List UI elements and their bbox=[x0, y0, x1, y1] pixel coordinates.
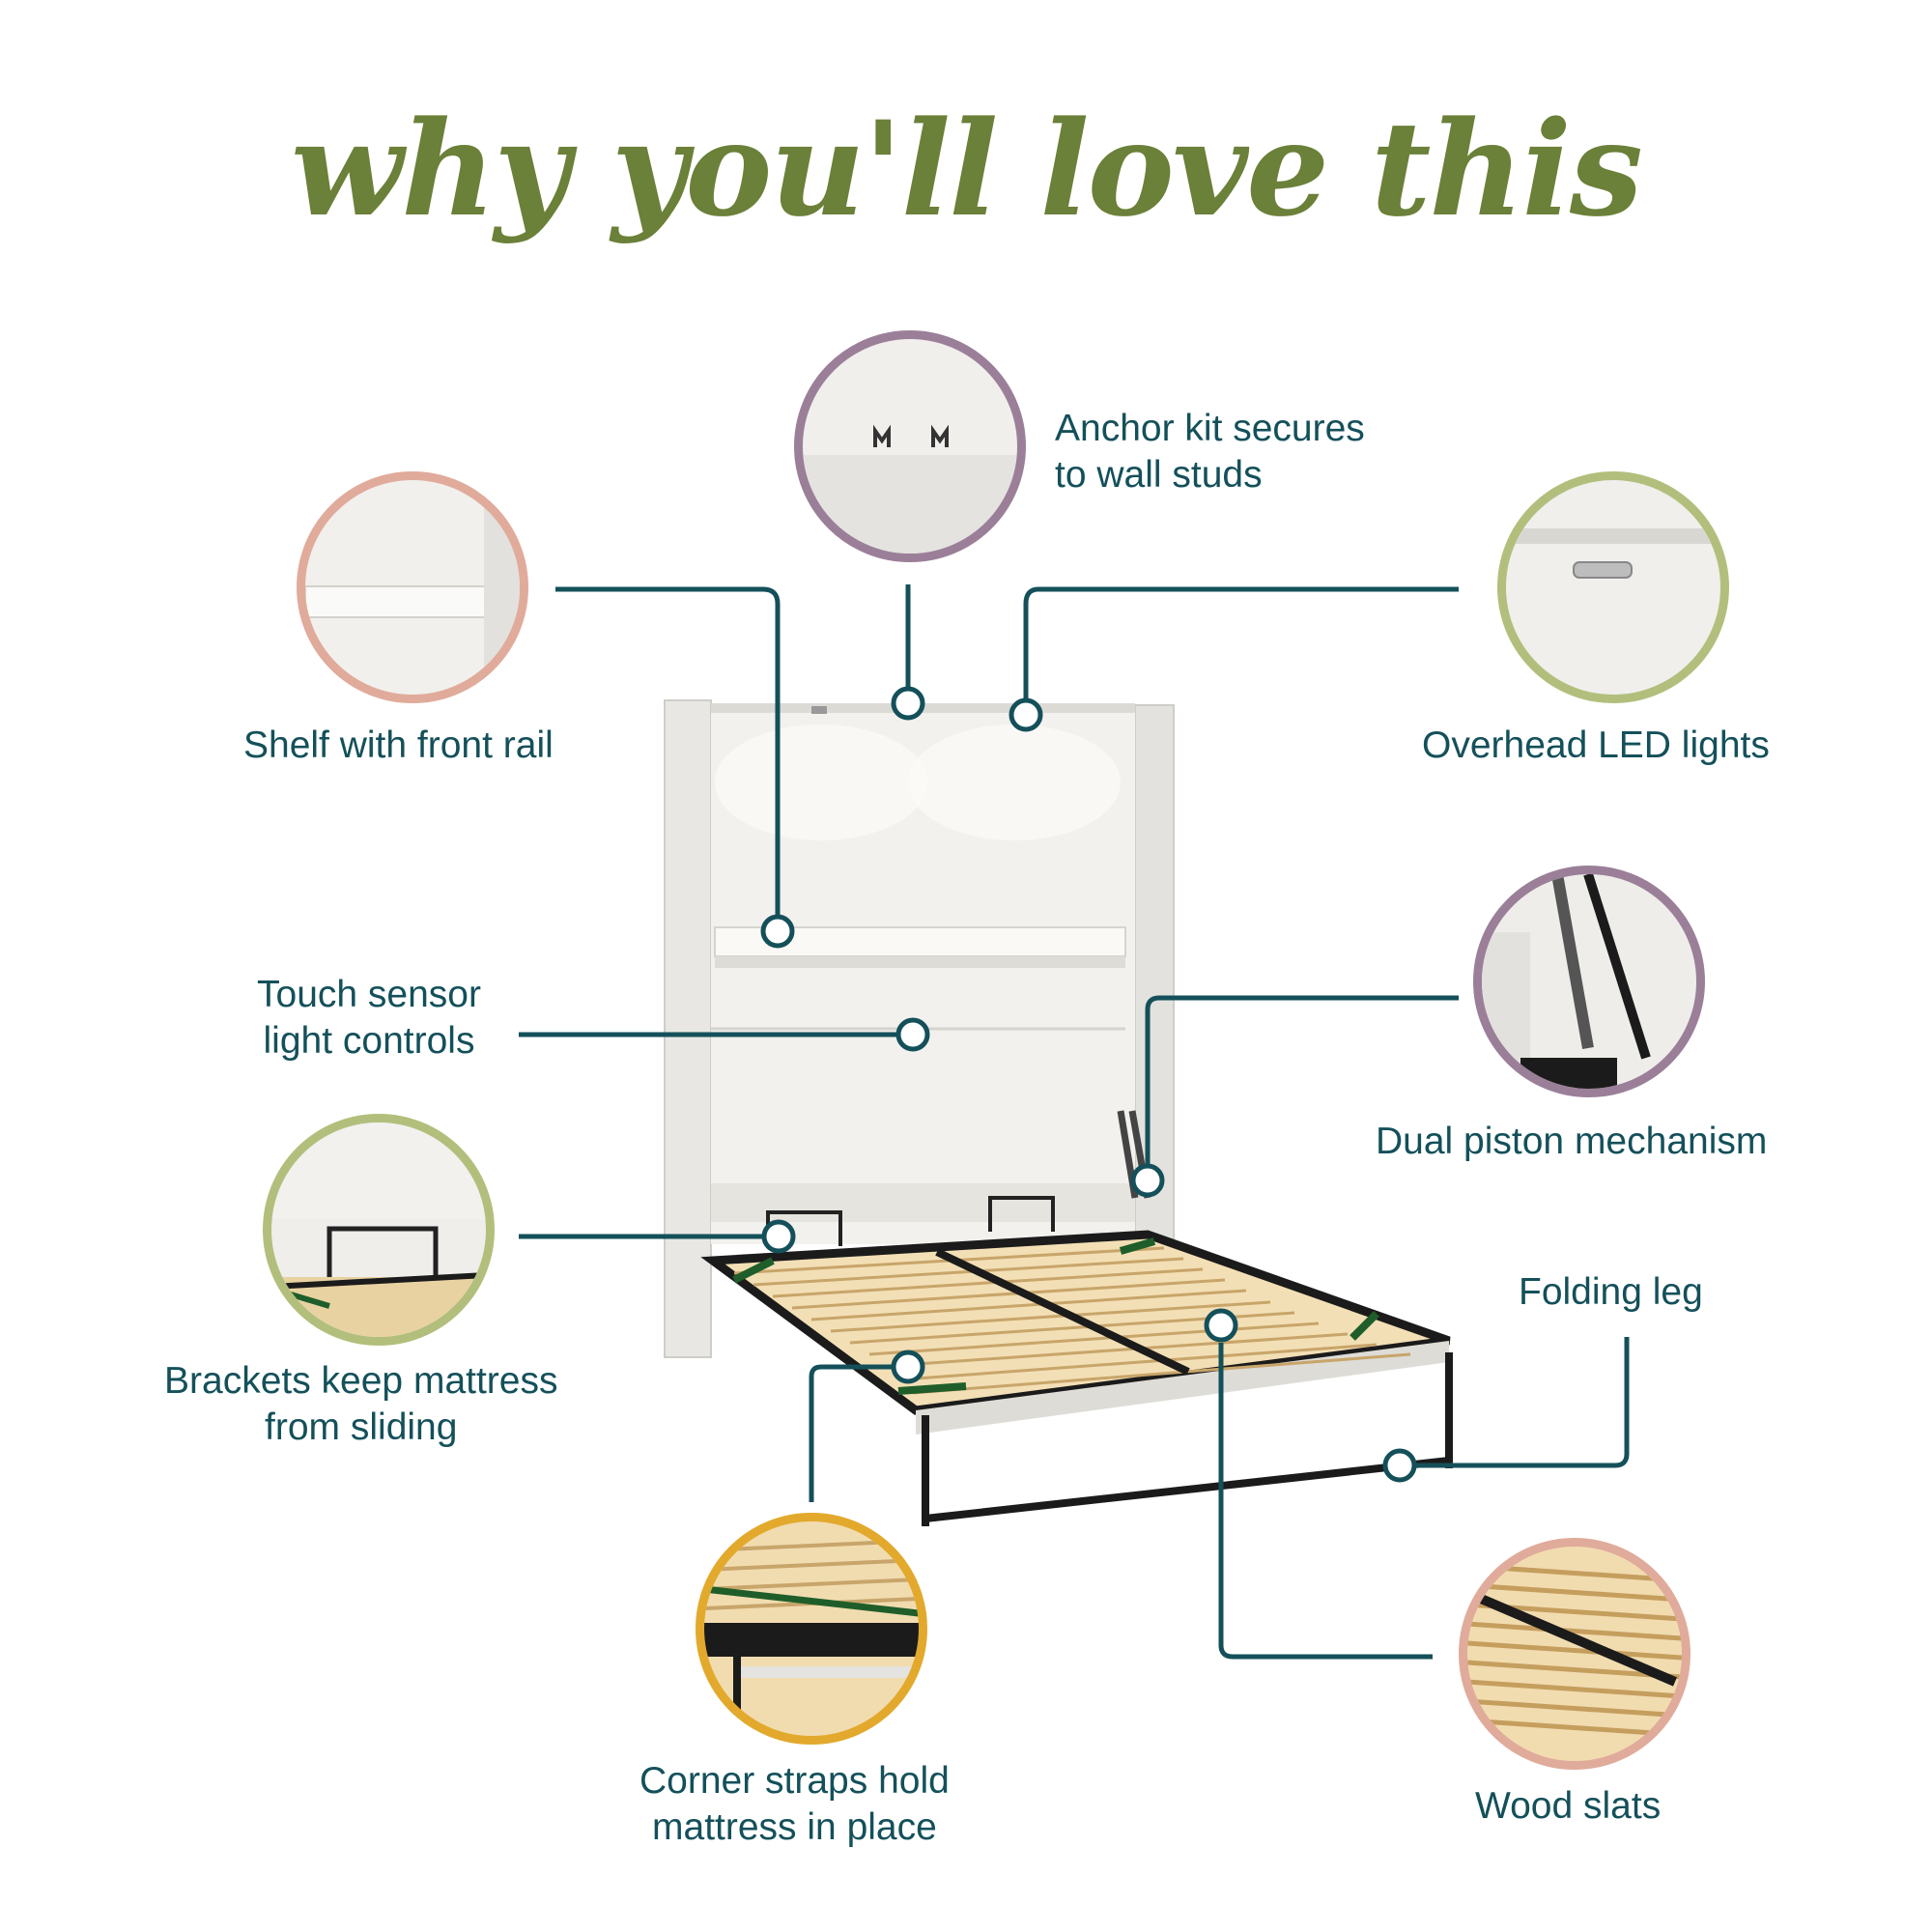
shelf-label: Shelf with front rail bbox=[243, 724, 554, 766]
led-fixture bbox=[811, 706, 827, 714]
anchor-kit-label: Anchor kit secures to wall studs bbox=[1055, 408, 1365, 496]
anchor-kit-detail-circle bbox=[794, 330, 1026, 562]
wood-slats-label: Wood slats bbox=[1475, 1785, 1662, 1827]
page-title: why you'll love this bbox=[291, 92, 1643, 245]
corner-straps-label: Corner straps hold mattress in place bbox=[639, 1760, 950, 1848]
callout-dots bbox=[760, 686, 1417, 1483]
touch-sensor-label: Touch sensor light controls bbox=[257, 974, 481, 1062]
brackets-detail-circle bbox=[263, 1114, 495, 1346]
piston-label: Dual piston mechanism bbox=[1376, 1121, 1768, 1162]
shelf-detail-circle bbox=[297, 471, 528, 703]
led-lights-label: Overhead LED lights bbox=[1422, 724, 1770, 766]
wood-slats-detail-circle bbox=[1459, 1538, 1690, 1770]
piston-detail-circle bbox=[1473, 866, 1705, 1097]
cabinet bbox=[664, 699, 1175, 1358]
corner-straps-detail-circle bbox=[696, 1513, 927, 1745]
brackets-label: Brackets keep mattress from sliding bbox=[164, 1360, 558, 1448]
callout-lines bbox=[519, 584, 1630, 1660]
folding-leg-label: Folding leg bbox=[1519, 1271, 1703, 1313]
led-lights-detail-circle bbox=[1497, 471, 1729, 703]
bed-frame bbox=[700, 1230, 1453, 1526]
